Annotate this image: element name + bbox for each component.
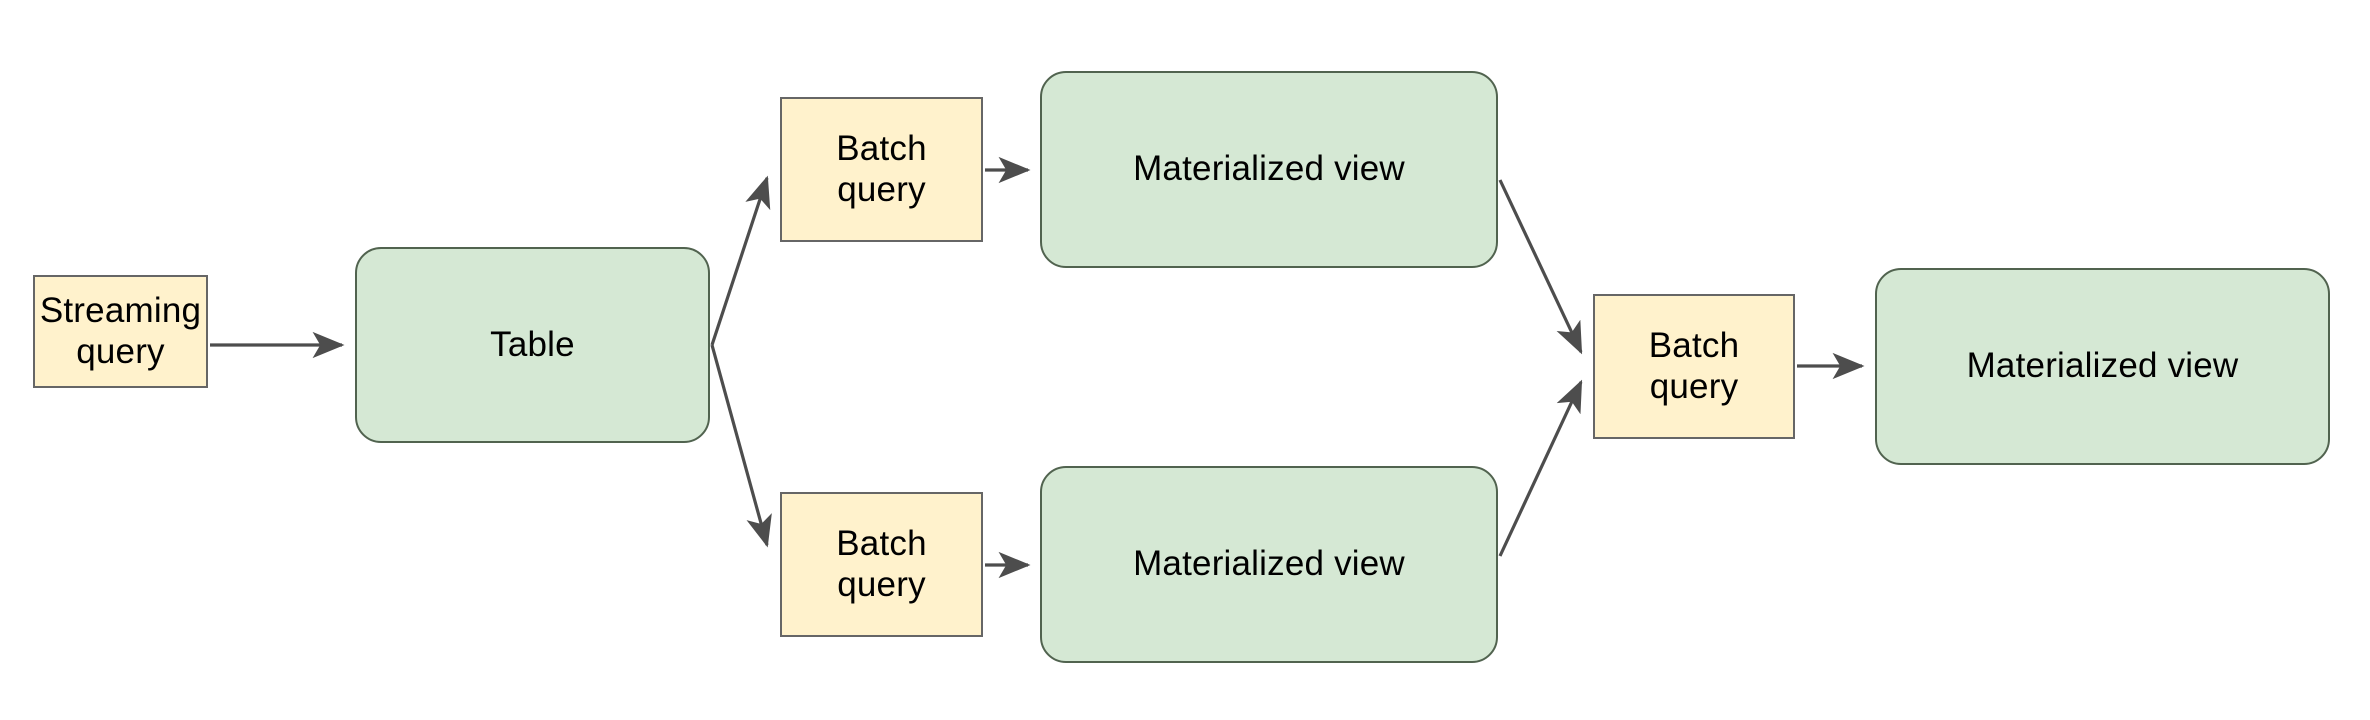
node-table[interactable]: Table [355,247,710,443]
edge-mv-bottom-to-merge [1498,379,1583,557]
node-materialized-view-top[interactable]: Materialized view [1040,71,1498,268]
node-materialized-view-bottom[interactable]: Materialized view [1040,466,1498,663]
node-table-label: Table [490,324,575,364]
node-materialized-view-bottom-label: Materialized view [1133,544,1405,584]
node-materialized-view-final[interactable]: Materialized view [1875,268,2330,465]
node-materialized-view-final-label: Materialized view [1966,346,2239,386]
node-streaming-query-label: Streaming query [39,291,202,371]
node-materialized-view-top-label: Materialized view [1133,149,1405,189]
node-batch-query-top-label: Batch query [836,129,927,209]
edge-table-to-batch-top [710,175,771,346]
node-streaming-query[interactable]: Streaming query [33,275,208,388]
edge-mv-top-to-merge [1498,179,1583,355]
node-batch-query-top[interactable]: Batch query [780,97,983,242]
node-batch-query-bottom[interactable]: Batch query [780,492,983,637]
node-batch-query-merge[interactable]: Batch query [1593,294,1795,439]
edge-table-to-batch-bottom [710,344,772,548]
node-batch-query-merge-label: Batch query [1648,326,1740,406]
node-batch-query-bottom-label: Batch query [836,524,927,604]
